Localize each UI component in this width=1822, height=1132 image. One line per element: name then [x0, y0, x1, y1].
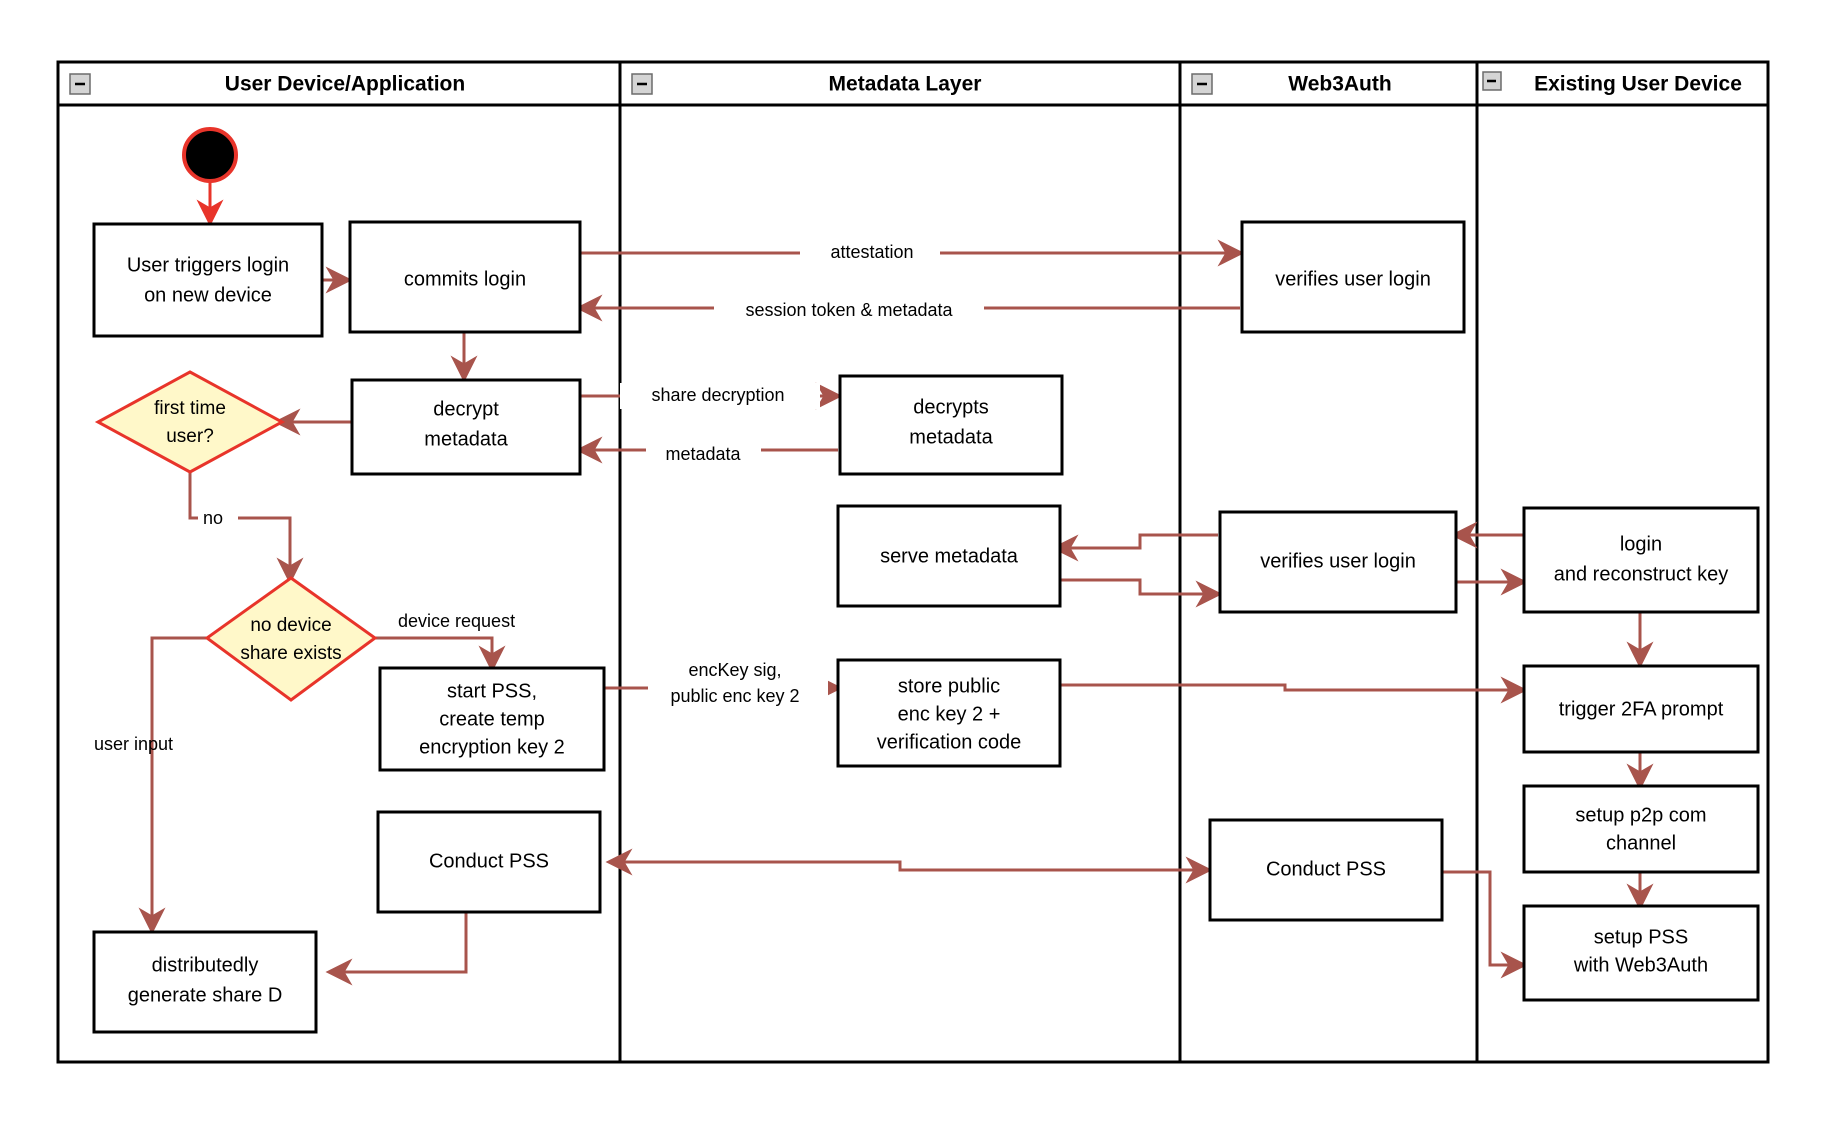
node-label-decrypts-metadata-line2: metadata	[909, 426, 993, 448]
node-label-login-reconstruct-line2: and reconstruct key	[1554, 563, 1729, 585]
swimlane-frame	[56, 60, 1770, 1064]
node-label-serve-metadata: serve metadata	[880, 545, 1019, 567]
edge-label-session-token: session token & metadata	[745, 300, 953, 320]
lane-header-web3auth[interactable]: Web3Auth	[1191, 73, 1392, 96]
edge-conduct-pss-bidirectional	[605, 848, 1213, 884]
edge-label-public-enc-key-2: public enc key 2	[670, 686, 799, 706]
lane-header-metadata[interactable]: Metadata Layer	[631, 73, 982, 96]
node-label-first-time-user-line2: user?	[166, 426, 214, 447]
node-label-store-key-line2: enc key 2 +	[898, 703, 1001, 725]
node-label-setup-p2p-line2: channel	[1606, 832, 1676, 854]
edge-label-attestation: attestation	[830, 242, 913, 262]
node-decrypts-metadata[interactable]: decrypts metadata	[838, 374, 1064, 476]
node-generate-share-d[interactable]: distributedly generate share D	[92, 930, 318, 1034]
node-label-user-triggers-login-line1: User triggers login	[127, 254, 289, 276]
lane-title-web3auth: Web3Auth	[1288, 73, 1391, 96]
node-label-conduct-pss-user: Conduct PSS	[429, 850, 549, 872]
node-label-setup-p2p-line1: setup p2p com	[1575, 804, 1706, 826]
edge-verifies-to-serve-metadata	[1051, 533, 1218, 562]
collapse-minus-icon[interactable]	[1191, 73, 1213, 95]
node-start-pss[interactable]: start PSS, create temp encryption key 2	[378, 666, 606, 772]
node-verifies-user-login-1[interactable]: verifies user login	[1240, 220, 1466, 334]
node-setup-p2p-channel[interactable]: setup p2p com channel	[1522, 784, 1760, 874]
edge-conduct-pss-to-share-d	[325, 912, 468, 986]
collapse-minus-icon[interactable]	[1482, 71, 1502, 91]
edge-conduct-pss-to-setup-pss	[1440, 870, 1528, 979]
node-label-start-pss-line1: start PSS,	[447, 680, 537, 702]
edge-labels: attestation session token & metadata sha…	[94, 240, 984, 754]
node-serve-metadata[interactable]: serve metadata	[836, 504, 1062, 608]
lane-header-user-device[interactable]: User Device/Application	[69, 73, 465, 96]
node-label-store-key-line3: verification code	[877, 731, 1022, 753]
edge-device-request	[372, 636, 506, 673]
node-start[interactable]	[182, 127, 238, 183]
node-conduct-pss-web3auth[interactable]: Conduct PSS	[1208, 818, 1444, 922]
node-no-device-share-exists[interactable]: no device share exists	[204, 576, 378, 702]
node-label-conduct-pss-web3auth: Conduct PSS	[1266, 858, 1386, 880]
node-label-commits-login: commits login	[404, 268, 526, 290]
edge-label-no: no	[203, 508, 223, 528]
node-commits-login[interactable]: commits login	[348, 220, 582, 334]
node-conduct-pss-user[interactable]: Conduct PSS	[376, 810, 602, 914]
node-label-login-reconstruct-line1: login	[1620, 533, 1662, 555]
node-label-first-time-user-line1: first time	[154, 398, 226, 419]
node-label-start-pss-line2: create temp	[439, 708, 545, 730]
node-trigger-2fa-prompt[interactable]: trigger 2FA prompt	[1522, 664, 1760, 754]
edge-store-key-to-2fa	[1055, 676, 1528, 704]
lane-header-existing-device[interactable]: Existing User Device	[1482, 71, 1742, 96]
edge-no-branch	[188, 470, 304, 585]
node-label-verifies-user-login-2: verifies user login	[1260, 550, 1416, 572]
node-label-verifies-user-login-1: verifies user login	[1275, 268, 1431, 290]
edge-label-device-request: device request	[398, 611, 515, 631]
edge-user-input	[138, 636, 210, 935]
node-label-setup-pss-line1: setup PSS	[1594, 926, 1689, 948]
lane-title-existing-device: Existing User Device	[1534, 73, 1742, 96]
lane-title-user-device: User Device/Application	[225, 73, 465, 96]
node-setup-pss-web3auth[interactable]: setup PSS with Web3Auth	[1522, 904, 1760, 1002]
node-store-public-enc-key[interactable]: store public enc key 2 + verification co…	[836, 658, 1062, 768]
edge-label-metadata: metadata	[665, 444, 741, 464]
node-label-no-device-share-line1: no device	[250, 615, 331, 636]
node-label-decrypt-metadata-line2: metadata	[424, 428, 508, 450]
node-verifies-user-login-2[interactable]: verifies user login	[1218, 510, 1458, 614]
node-label-user-triggers-login-line2: on new device	[144, 284, 272, 306]
node-label-no-device-share-line2: share exists	[240, 643, 341, 664]
node-label-decrypt-metadata-line1: decrypt	[433, 398, 499, 420]
node-label-generate-share-d-line2: generate share D	[128, 984, 283, 1006]
node-label-generate-share-d-line1: distributedly	[152, 954, 259, 976]
collapse-minus-icon[interactable]	[631, 73, 653, 95]
node-login-reconstruct-key[interactable]: login and reconstruct key	[1522, 506, 1760, 614]
node-user-triggers-login[interactable]: User triggers login on new device	[92, 222, 324, 338]
node-label-start-pss-line3: encryption key 2	[419, 736, 565, 758]
node-decrypt-metadata[interactable]: decrypt metadata	[350, 378, 582, 476]
node-label-store-key-line1: store public	[898, 675, 1000, 697]
node-label-setup-pss-line2: with Web3Auth	[1573, 954, 1708, 976]
collapse-minus-icon[interactable]	[69, 73, 91, 95]
edge-label-user-input: user input	[94, 734, 173, 754]
edge-label-share-decryption: share decryption	[651, 385, 784, 405]
node-label-trigger-2fa-prompt: trigger 2FA prompt	[1559, 698, 1724, 720]
node-label-decrypts-metadata-line1: decrypts	[913, 396, 989, 418]
edge-serve-metadata-to-verifies	[1056, 578, 1223, 608]
node-first-time-user[interactable]: first time user?	[94, 370, 286, 474]
lane-title-metadata: Metadata Layer	[829, 73, 982, 96]
edge-label-enckey-sig: encKey sig,	[688, 660, 781, 680]
